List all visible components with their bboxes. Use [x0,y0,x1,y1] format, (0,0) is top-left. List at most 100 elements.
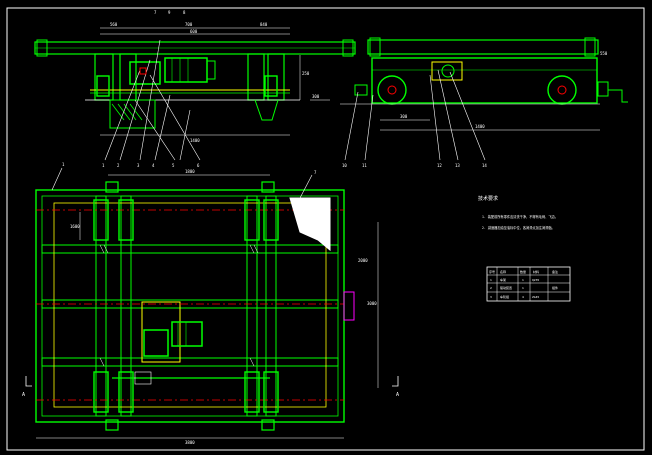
plan-beam-v4 [265,195,277,417]
side-dim-1: 300 [400,114,408,119]
top-base-left [109,99,156,129]
side-bumper-right [597,81,609,97]
plan-bumper-tr [261,181,275,193]
plan-motor [171,321,203,347]
top-tag-2: 2 [117,163,120,168]
side-dim-2: 1400 [475,124,485,129]
tb-r2c5: 组件 [552,285,558,290]
top-tag-3: 3 [137,163,140,168]
tb-r1c4: Q235 [532,278,539,282]
plan-view: 1800 3800 3000 1600 2000 A A 7 1 [22,162,399,445]
plan-wheel-bl [93,371,109,413]
section-mark-left: A [22,392,25,398]
section-line-right [392,376,399,387]
side-tag-12: 12 [437,163,442,168]
plan-beam-top [41,244,339,254]
tb-h3: 数量 [520,269,526,274]
tb-h2: 名称 [500,269,506,274]
plan-bumper-br [261,419,275,431]
top-wheel-right [264,75,278,97]
technical-notes: 技术要求 1. 装配前所有零件应清洗干净，不得有毛刺、飞边。 2. 减速器加油至… [478,195,558,230]
side-bumper-left [354,84,368,96]
plan-callout-7: 7 [314,170,317,175]
plan-bumper-bl [105,419,119,431]
plan-wheel-tl2 [118,199,134,241]
top-dim-7: 300 [312,94,320,99]
side-view: 300 1400 550 10 11 12 13 14 [340,37,628,168]
plan-beam-bottom [41,357,339,367]
plan-beam-v2 [120,195,132,417]
top-dim-2: 700 [185,22,193,27]
plan-callout-1: 1 [62,162,65,167]
tb-r2c1: 2 [490,286,492,290]
side-end-right [584,37,596,57]
top-dim-4: 600 [190,29,198,34]
beam-end-right [342,39,354,57]
side-tag-11: 11 [362,163,367,168]
tb-r3c3: 4 [522,295,524,299]
top-view: 560 700 840 600 1400 250 300 1 2 3 4 5 6… [34,10,356,168]
side-drive-gear [441,64,455,78]
side-leaders [344,69,486,161]
side-drive [431,61,463,81]
side-tag-14: 14 [482,163,487,168]
side-dim-3: 550 [600,51,608,56]
plan-callout-leader-1 [51,167,63,191]
top-tag-1: 1 [102,163,105,168]
plan-beam-v3 [246,195,258,417]
tb-r2c3: 1 [522,286,524,290]
top-red-part [139,67,147,75]
plan-dim-3: 3000 [367,301,377,306]
tb-h4: 材料 [533,269,539,274]
plan-side-box [343,291,355,321]
plan-bumper-tl [105,181,119,193]
plan-inner [41,195,339,417]
top-tag-7: 7 [154,10,157,15]
plan-dim-4: 1600 [70,224,80,229]
top-hatch-left [111,103,143,121]
side-end-left [369,37,381,57]
tb-r1c3: 1 [522,278,524,282]
top-motor [164,57,208,83]
section-line-left [25,376,32,387]
plan-hatch [99,244,259,367]
side-wheel-left [377,75,407,105]
notes-item-2: 2. 减速器加油至油标中位，各润滑点加注润滑脂。 [482,225,555,230]
tb-r2c2: 驱动装置 [500,285,512,290]
plan-wheel-tr2 [263,199,279,241]
tb-r1c2: 车架 [500,277,506,282]
plan-coupling [134,371,152,385]
tb-r1c1: 1 [490,278,492,282]
side-wheel-right-hub [557,85,567,95]
side-tag-10: 10 [342,163,347,168]
notes-heading: 技术要求 [478,195,498,202]
side-frame [371,57,598,104]
section-mark-right: A [396,392,399,398]
tb-r3c4: ZG45 [532,295,539,299]
plan-wheel-tl [93,199,109,241]
top-tag-8: 8 [183,10,186,15]
title-block-frame [486,266,571,302]
side-tag-13: 13 [455,163,460,168]
tb-h1: 序号 [489,269,495,274]
side-top-plate [367,39,599,55]
plan-dim-1: 1800 [185,169,195,174]
tb-r3c1: 3 [490,295,492,299]
top-tag-9: 9 [168,10,171,15]
drawing-frame [6,7,645,451]
plan-dim-5: 2000 [358,258,368,263]
top-wheel-left [96,75,110,97]
plan-dim-2: 3800 [185,440,195,445]
top-leaders [104,39,201,161]
plan-wheel-bl2 [118,371,134,413]
plan-wheel-br [244,371,260,413]
top-dim-1: 560 [110,22,118,27]
top-tag-5: 5 [172,163,175,168]
title-block: 序号 名称 数量 材料 备注 1 车架 1 Q235 2 驱动装置 1 组件 3… [486,266,571,302]
tb-r3c2: 车轮组 [500,294,509,299]
beam-end-left [36,39,48,57]
plan-callout-leader [299,174,313,199]
plan-wheel-tr [244,199,260,241]
top-bracket-right [254,99,279,121]
